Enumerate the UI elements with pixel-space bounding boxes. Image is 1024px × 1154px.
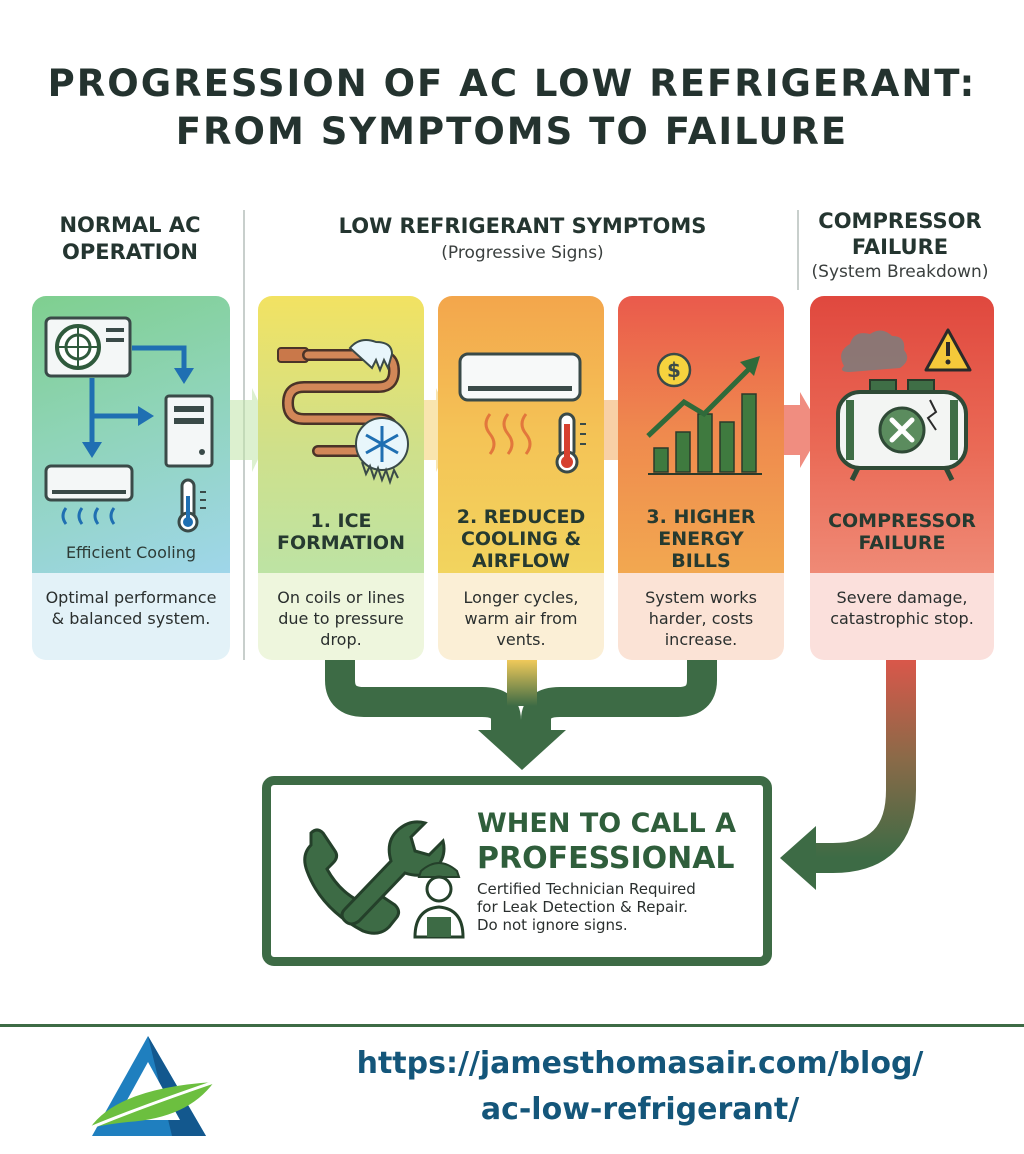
card-ice-desc-1: On coils or lines <box>277 588 405 607</box>
card-energy-step-1: 3. HIGHER <box>646 506 756 528</box>
card-compressor-desc-2: catastrophic stop. <box>830 609 974 628</box>
card-reduced-step-1: 2. REDUCED <box>456 506 586 528</box>
call-title-line-1: WHEN TO CALL A <box>477 808 737 839</box>
card-ice-formation: 1. ICE FORMATION On coils or lines due t… <box>258 296 424 660</box>
card-energy-desc-2: harder, costs <box>648 609 754 628</box>
section-failure-line-2: FAILURE <box>851 235 949 259</box>
arrow-reduced-down <box>507 660 537 706</box>
card-ice-top: 1. ICE FORMATION <box>258 296 424 573</box>
card-energy-bills: $ 3. HIGHER ENERGY BILLS System works ha… <box>618 296 784 660</box>
card-ice-step-1: 1. ICE <box>310 510 372 532</box>
section-failure-line-1: COMPRESSOR <box>818 209 982 233</box>
frozen-coil-icon <box>277 339 409 486</box>
card-energy-step-2: ENERGY <box>658 528 744 550</box>
technician-icon <box>413 862 465 939</box>
card-normal-top: Efficient Cooling <box>32 296 230 573</box>
svg-text:$: $ <box>667 358 681 382</box>
card-energy-top: $ 3. HIGHER ENERGY BILLS <box>618 296 784 573</box>
call-text-line-2: for Leak Detection & Repair. <box>477 898 688 916</box>
section-symptoms-title: LOW REFRIGERANT SYMPTOMS <box>338 214 707 238</box>
call-icons <box>303 820 465 939</box>
page-title-line-2: FROM SYMPTOMS TO FAILURE <box>175 110 849 153</box>
section-symptoms-subtitle: (Progressive Signs) <box>441 243 604 263</box>
wall-ac-thermometer-icon <box>458 352 586 474</box>
card-energy-desc-3: increase. <box>664 630 738 649</box>
card-energy-bottom: System works harder, costs increase. <box>618 573 784 660</box>
section-normal-line-1: NORMAL AC <box>59 213 201 237</box>
ac-outdoor-indoor-units-icon <box>44 316 214 533</box>
card-compressor-step-1: COMPRESSOR <box>828 510 976 532</box>
call-text-line-3: Do not ignore signs. <box>477 916 628 934</box>
card-reduced-desc-3: vents. <box>496 630 546 649</box>
call-text-line-1: Certified Technician Required <box>477 880 696 898</box>
arrow-energy-down <box>521 660 717 740</box>
card-ice-bottom: On coils or lines due to pressure drop. <box>258 573 424 660</box>
arrow-head-right <box>780 826 816 890</box>
section-failure-subtitle: (System Breakdown) <box>811 262 989 282</box>
arrow-compressor-to-call <box>810 660 916 873</box>
arrow-head-center <box>478 730 566 770</box>
page-title-line-1: PROGRESSION OF AC LOW REFRIGERANT: <box>47 62 977 105</box>
card-energy-desc-1: System works <box>645 588 757 607</box>
card-compressor-step-2: FAILURE <box>858 532 946 554</box>
footer-divider <box>0 1024 1024 1027</box>
card-normal-bottom: Optimal performance & balanced system. <box>32 573 230 660</box>
section-divider-right <box>797 210 799 290</box>
card-reduced-desc-2: warm air from <box>464 609 578 628</box>
card-compressor-top: COMPRESSOR FAILURE <box>810 296 994 573</box>
call-title-line-2: PROFESSIONAL <box>477 841 735 876</box>
card-compressor-desc-1: Severe damage, <box>836 588 968 607</box>
card-reduced-cooling: 2. REDUCED COOLING & AIRFLOW Longer cycl… <box>438 296 604 660</box>
card-ice-desc-3: drop. <box>320 630 362 649</box>
footer-url-line-2[interactable]: ac-low-refrigerant/ <box>480 1092 800 1127</box>
card-ice-desc-2: due to pressure <box>278 609 404 628</box>
card-reduced-top: 2. REDUCED COOLING & AIRFLOW <box>438 296 604 573</box>
card-reduced-step-2: COOLING & <box>460 528 582 550</box>
card-compressor-failure: COMPRESSOR FAILURE Severe damage, catast… <box>810 296 994 660</box>
card-normal-desc-1: Optimal performance <box>45 588 217 607</box>
card-reduced-desc-1: Longer cycles, <box>463 588 579 607</box>
rising-cost-chart-icon: $ <box>646 352 762 475</box>
card-normal-operation: Efficient Cooling Optimal performance & … <box>32 296 230 660</box>
card-reduced-step-3: AIRFLOW <box>472 550 570 572</box>
arrow-ice-down <box>325 660 521 740</box>
triangle-leaf-logo <box>89 1036 215 1136</box>
card-reduced-bottom: Longer cycles, warm air from vents. <box>438 573 604 660</box>
card-compressor-bottom: Severe damage, catastrophic stop. <box>810 573 994 660</box>
card-energy-step-3: BILLS <box>671 550 731 572</box>
card-normal-desc-2: & balanced system. <box>51 609 211 628</box>
card-ice-step-2: FORMATION <box>277 532 405 554</box>
footer-url-line-1[interactable]: https://jamesthomasair.com/blog/ <box>356 1046 924 1081</box>
section-normal-line-2: OPERATION <box>62 240 198 264</box>
card-normal-label: Efficient Cooling <box>65 543 197 562</box>
broken-compressor-icon <box>836 328 972 482</box>
call-professional-box: WHEN TO CALL A PROFESSIONAL Certified Te… <box>262 776 772 966</box>
arrow-energy-to-compressor <box>780 392 822 468</box>
